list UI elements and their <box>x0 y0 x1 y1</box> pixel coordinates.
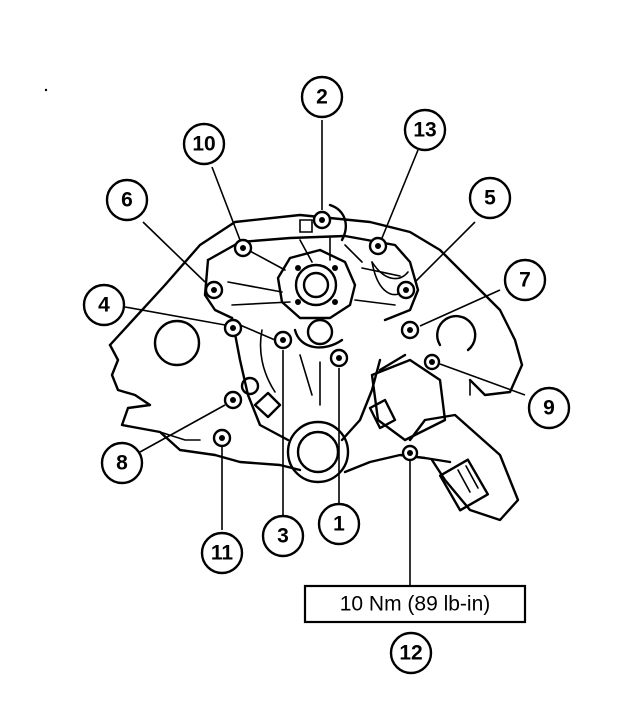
callout-7: 7 <box>503 258 547 302</box>
callout-12: 12 <box>389 631 433 675</box>
bolt-1 <box>329 348 349 368</box>
bolt-5 <box>396 280 416 300</box>
callout-1-label: 1 <box>333 513 345 536</box>
bolt-3 <box>273 330 293 350</box>
callout-2: 2 <box>300 75 344 119</box>
callout-5-label: 5 <box>484 187 496 210</box>
callout-5: 5 <box>468 176 512 220</box>
bolt-13 <box>368 236 388 256</box>
lower-port <box>286 420 350 484</box>
hex-fitting <box>240 376 282 419</box>
callout-6-label: 6 <box>121 189 133 212</box>
callout-13-label: 13 <box>413 119 436 142</box>
callout-3: 3 <box>261 514 305 558</box>
bolt-9 <box>423 353 441 371</box>
inner-port <box>293 318 344 349</box>
thermostat-housing <box>368 353 520 522</box>
leader-lines <box>124 120 526 590</box>
callout-12-label: 12 <box>399 642 422 665</box>
bolt-8 <box>223 390 243 410</box>
callout-8-label: 8 <box>116 452 128 475</box>
bolt-7 <box>400 320 420 340</box>
right-dowel <box>436 314 477 352</box>
callout-3-label: 3 <box>277 525 289 548</box>
bolt-11 <box>212 428 232 448</box>
callout-7-label: 7 <box>519 269 531 292</box>
callout-10: 10 <box>182 122 226 166</box>
bolt-10 <box>233 238 253 258</box>
torque-spec-label: 10 Nm (89 lb-in) <box>340 593 491 616</box>
bolt-2 <box>312 210 332 230</box>
callout-1: 1 <box>317 502 361 546</box>
callout-4: 4 <box>82 283 126 327</box>
callout-11-label: 11 <box>211 542 234 565</box>
callout-13: 13 <box>403 108 447 152</box>
callout-9: 9 <box>527 386 571 430</box>
water-pump-body <box>203 203 420 442</box>
callout-6: 6 <box>105 178 149 222</box>
torque-spec-box: 10 Nm (89 lb-in) <box>303 584 527 624</box>
callout-10-label: 10 <box>192 133 215 156</box>
callout-2-label: 2 <box>316 86 328 109</box>
bolt-12 <box>401 444 419 462</box>
callout-9-label: 9 <box>543 397 555 420</box>
left-dowel <box>153 319 201 367</box>
callout-8: 8 <box>100 441 144 485</box>
stray-mark <box>44 88 48 92</box>
pump-hub <box>276 248 357 320</box>
bolt-6 <box>204 280 224 300</box>
bolt-4 <box>223 318 243 338</box>
callout-4-label: 4 <box>98 294 110 317</box>
callout-11: 11 <box>200 531 244 575</box>
